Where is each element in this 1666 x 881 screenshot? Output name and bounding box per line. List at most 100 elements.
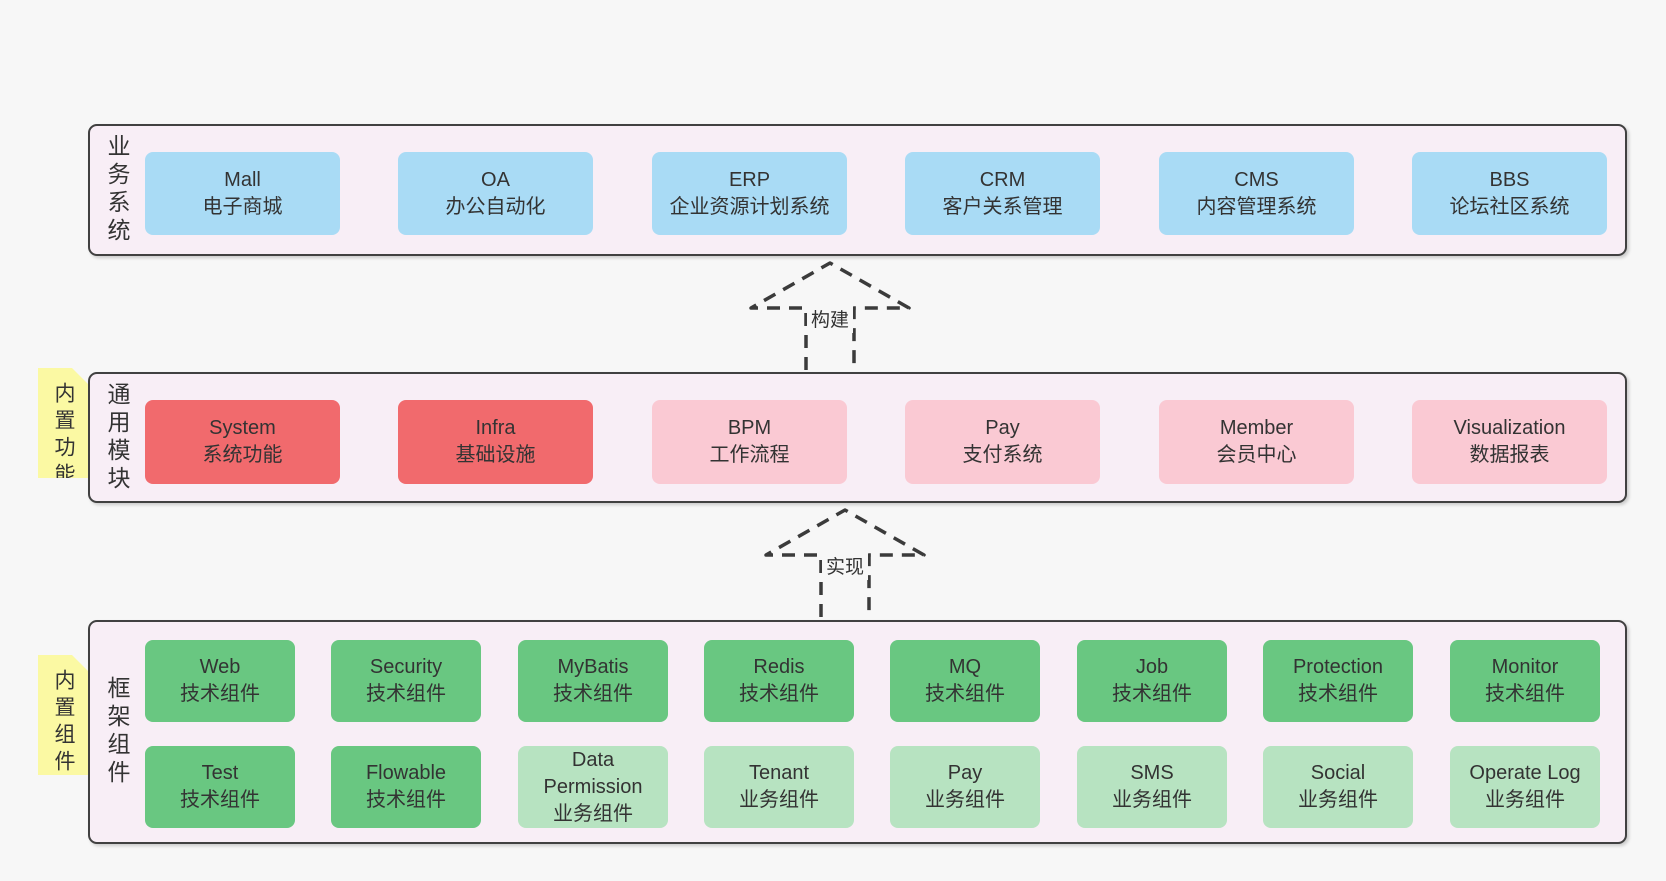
box-pay: Pay 业务组件 (890, 746, 1040, 828)
box-title: BPM (727, 417, 772, 439)
box-title: Protection (1292, 656, 1384, 678)
box-subtitle: 会员中心 (1216, 444, 1297, 466)
sticky-built-in-features-label: 内置功能 (52, 382, 75, 490)
box-system: System 系统功能 (145, 400, 340, 484)
box-subtitle: 技术组件 (739, 683, 819, 705)
box-subtitle: 业务组件 (1112, 789, 1192, 811)
box-subtitle: 技术组件 (1485, 683, 1565, 705)
box-title: Member (1219, 417, 1294, 439)
box-cms: CMS 内容管理系统 (1159, 152, 1354, 235)
box-sms: SMS 业务组件 (1077, 746, 1227, 828)
box-subtitle: 技术组件 (366, 789, 446, 811)
box-operate-log: Operate Log 业务组件 (1450, 746, 1600, 828)
box-title: Pay (947, 762, 983, 784)
box-title: Job (1135, 656, 1169, 678)
box-title: Redis (753, 656, 805, 678)
implement-arrow: 实现 (760, 505, 930, 617)
box-subtitle: 工作流程 (709, 444, 790, 466)
box-title: Pay (985, 417, 1020, 439)
sticky-built-in-components: 内置组件 (38, 655, 88, 775)
box-title: Operate Log (1469, 762, 1581, 784)
band-business-systems: 业务系统 Mall 电子商城 OA 办公自动化 ERP 企业资源计划系统 CRM 客户关系管理… (88, 124, 1627, 256)
box-web: Web 技术组件 (145, 640, 295, 722)
box-title: Monitor (1491, 656, 1559, 678)
box-infra: Infra 基础设施 (398, 400, 593, 484)
box-subtitle: 技术组件 (1112, 683, 1192, 705)
box-title: CRM (979, 168, 1026, 191)
box-subtitle: 系统功能 (202, 444, 283, 466)
sticky-built-in-features: 内置功能 (38, 368, 88, 478)
box-title: Social (1310, 762, 1366, 784)
box-subtitle: 电子商城 (202, 195, 283, 218)
box-title: Security (369, 656, 443, 678)
box-mq: MQ 技术组件 (890, 640, 1040, 722)
box-title: Infra (475, 417, 516, 439)
box-bbs: BBS 论坛社区系统 (1412, 152, 1607, 235)
box-title: Visualization (1453, 417, 1566, 439)
box-subtitle: 业务组件 (739, 789, 819, 811)
box-security: Security 技术组件 (331, 640, 481, 722)
band-common-modules: 通用模块 System 系统功能 Infra 基础设施 BPM 工作流程 Pay 支付系统 Me… (88, 372, 1627, 503)
box-visualization: Visualization 数据报表 (1412, 400, 1607, 484)
box-pay: Pay 支付系统 (905, 400, 1100, 484)
build-arrow-label: 构建 (806, 304, 854, 333)
band-label-business-systems: 业务系统 (104, 134, 130, 246)
box-subtitle: 业务组件 (925, 789, 1005, 811)
box-title: OA (481, 168, 510, 191)
box-subtitle: 企业资源计划系统 (669, 195, 830, 218)
box-title: Flowable (365, 762, 447, 784)
box-flowable: Flowable 技术组件 (331, 746, 481, 828)
box-data-permission: Data Permission 业务组件 (518, 746, 668, 828)
box-subtitle: 技术组件 (925, 683, 1005, 705)
box-subtitle: 客户关系管理 (942, 195, 1063, 218)
box-subtitle: 数据报表 (1469, 444, 1550, 466)
box-test: Test 技术组件 (145, 746, 295, 828)
box-crm: CRM 客户关系管理 (905, 152, 1100, 235)
box-title: Tenant (748, 762, 810, 784)
box-title: MyBatis (557, 656, 629, 678)
implement-arrow-label: 实现 (821, 551, 869, 580)
box-subtitle: 技术组件 (1298, 683, 1378, 705)
box-title: SMS (1130, 762, 1174, 784)
box-subtitle: 论坛社区系统 (1449, 195, 1570, 218)
box-title: Web (199, 656, 241, 678)
box-member: Member 会员中心 (1159, 400, 1354, 484)
box-title: MQ (948, 656, 982, 678)
box-title: ERP (728, 168, 771, 191)
box-title: System (209, 417, 276, 439)
box-mybatis: MyBatis 技术组件 (518, 640, 668, 722)
box-subtitle: 技术组件 (180, 789, 260, 811)
box-subtitle: 技术组件 (180, 683, 260, 705)
box-title: Test (201, 762, 239, 784)
box-subtitle: 业务组件 (553, 802, 633, 825)
box-subtitle: 技术组件 (366, 683, 446, 705)
box-subtitle: 基础设施 (455, 444, 536, 466)
box-job: Job 技术组件 (1077, 640, 1227, 722)
dashed-up-arrow-icon (749, 261, 911, 370)
box-title: Mall (224, 168, 261, 191)
box-title: Data Permission (543, 748, 643, 798)
box-protection: Protection 技术组件 (1263, 640, 1413, 722)
box-subtitle: 业务组件 (1485, 789, 1565, 811)
box-subtitle: 办公自动化 (445, 195, 546, 218)
box-title: BBS (1489, 168, 1530, 191)
box-mall: Mall 电子商城 (145, 152, 340, 235)
box-monitor: Monitor 技术组件 (1450, 640, 1600, 722)
box-oa: OA 办公自动化 (398, 152, 593, 235)
box-bpm: BPM 工作流程 (652, 400, 847, 484)
sticky-built-in-components-label: 内置组件 (52, 669, 75, 777)
box-subtitle: 业务组件 (1298, 789, 1378, 811)
band-label-common-modules: 通用模块 (104, 381, 130, 494)
box-subtitle: 技术组件 (553, 683, 633, 705)
box-subtitle: 内容管理系统 (1196, 195, 1317, 218)
band-label-framework-components: 框架组件 (104, 676, 130, 788)
box-social: Social 业务组件 (1263, 746, 1413, 828)
box-redis: Redis 技术组件 (704, 640, 854, 722)
build-arrow: 构建 (745, 258, 915, 370)
box-subtitle: 支付系统 (962, 444, 1043, 466)
box-title: CMS (1234, 168, 1279, 191)
box-tenant: Tenant 业务组件 (704, 746, 854, 828)
dashed-up-arrow-icon (764, 508, 926, 617)
